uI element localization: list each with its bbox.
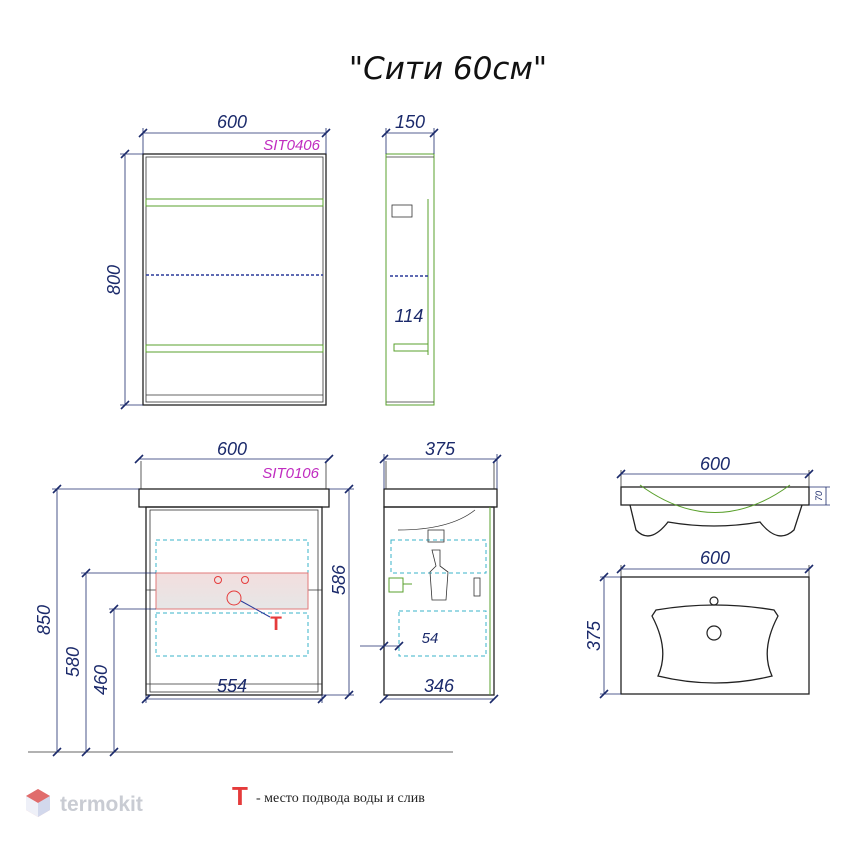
vanity-body-height-label: 586 (329, 564, 349, 595)
drawing-title: "Сити 60см" (349, 51, 547, 87)
mirror-width-label: 600 (217, 112, 247, 132)
sink-top-depth-label: 375 (584, 620, 604, 651)
height-460-label: 460 (91, 665, 111, 695)
sink-top-width-label: 600 (700, 548, 730, 568)
floor-height-dimensions (28, 484, 453, 757)
mirror-shelf-label: 114 (395, 306, 424, 326)
plumbing-marker: T (270, 614, 282, 635)
mirror-depth-label: 150 (395, 112, 425, 132)
vanity-width-label: 600 (217, 439, 247, 459)
vanity-side (360, 454, 502, 704)
vanity-offset-label: 54 (422, 630, 439, 647)
sink-side-width-label: 600 (700, 454, 730, 474)
vanity-depth-label: 375 (425, 439, 456, 459)
vanity-front (134, 454, 354, 704)
vanity-code-label: SIT0106 (262, 465, 319, 482)
total-height-label: 850 (34, 605, 54, 635)
sink-side-depth-label: 70 (814, 491, 824, 501)
height-580-label: 580 (63, 647, 83, 677)
sink-side-section (616, 469, 830, 537)
mirror-height-label: 800 (104, 265, 124, 295)
mirror-code-label: SIT0406 (263, 137, 320, 154)
sink-top-view (599, 564, 814, 699)
legend-text: - место подвода воды и слив (256, 791, 425, 806)
brand-logo-icon (26, 789, 50, 817)
legend-symbol: T (232, 781, 248, 811)
brand-name: termokit (60, 793, 143, 816)
vanity-inner-depth-label: 346 (424, 676, 455, 696)
vanity-inner-width-label: 554 (217, 676, 247, 696)
mirror-cabinet-front (120, 128, 331, 410)
mirror-cabinet-side (381, 128, 439, 406)
